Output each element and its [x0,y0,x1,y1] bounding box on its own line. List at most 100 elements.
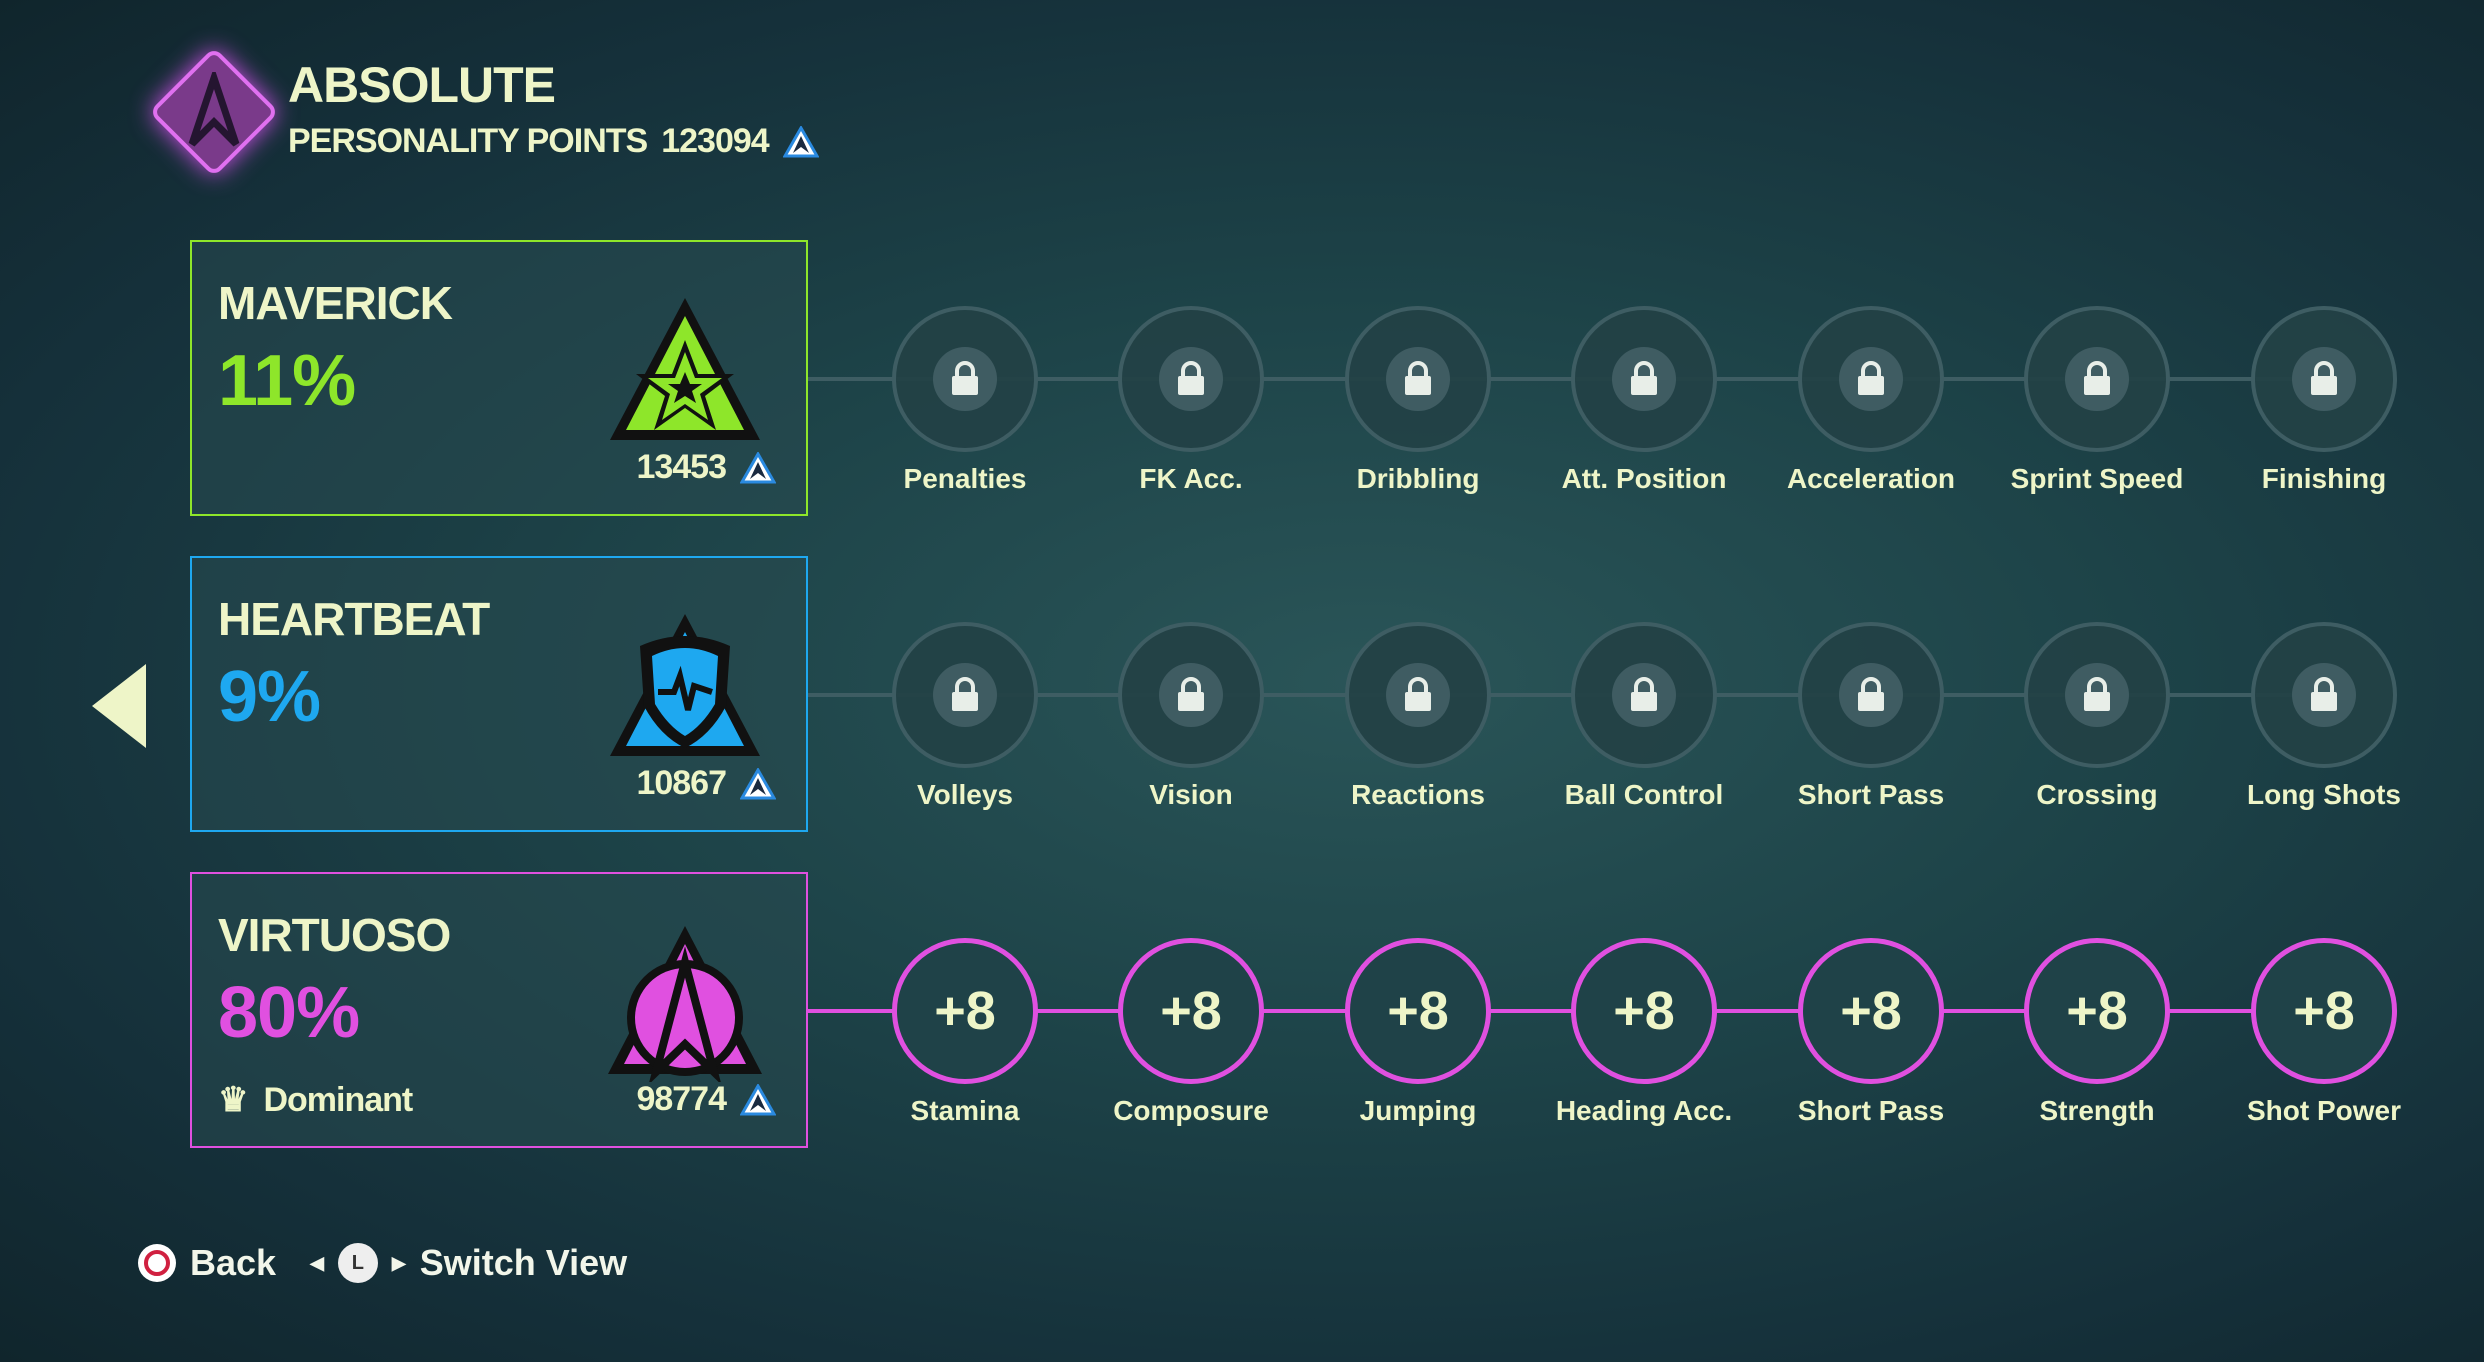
attribute-label: Ball Control [1564,779,1724,810]
points-icon [740,451,776,483]
boost-value: +8 [1387,981,1449,1041]
crown-icon: ♛ [218,1081,249,1119]
lock-icon [1159,347,1223,411]
attribute-node[interactable] [2024,622,2170,768]
personality-points: 13453 [636,448,776,487]
arrow-circle-emblem-icon [608,926,762,1082]
attribute-label: Strength [2039,1095,2155,1126]
lock-icon [2065,663,2129,727]
attribute-label: Short Pass [1797,1095,1945,1126]
attribute-label: Att. Position [1561,463,1727,494]
back-button[interactable]: Back [190,1242,277,1283]
attribute-node[interactable] [1798,622,1944,768]
attribute-node[interactable]: +8 [2251,938,2397,1084]
lock-icon [1839,663,1903,727]
previous-arrow-button[interactable] [92,664,146,748]
attribute-label: Shot Power [2246,1095,2401,1126]
lock-icon [2292,663,2356,727]
personality-card-virtuoso[interactable]: VIRTUOSO 80% ♛ Dominant 98774 [190,872,808,1148]
lock-icon [2292,347,2356,411]
personality-percent: 80% [218,973,360,1053]
boost-value: +8 [934,981,996,1041]
attribute-label: Jumping [1359,1095,1477,1126]
personality-percent: 9% [218,657,321,737]
lock-icon [1612,663,1676,727]
personality-name: VIRTUOSO [218,909,451,961]
dominant-badge: ♛ Dominant [218,1080,413,1120]
star-triangle-emblem-icon [610,298,760,440]
footer-controls: Back ◀ L ▶ Switch View [138,1242,627,1284]
points-value: 98774 [636,1080,727,1118]
attribute-label: Stamina [910,1095,1020,1126]
circle-button-icon[interactable] [138,1244,176,1282]
personality-name: MAVERICK [218,277,453,329]
boost-value: +8 [1160,981,1222,1041]
attribute-node[interactable] [1798,306,1944,452]
lock-icon [1386,347,1450,411]
attribute-node[interactable] [1345,622,1491,768]
attribute-label: Acceleration [1786,463,1956,494]
attribute-node[interactable]: +8 [1118,938,1264,1084]
points-icon [740,1083,776,1115]
attribute-node[interactable] [1118,622,1264,768]
attribute-label: FK Acc. [1139,463,1243,494]
personality-points: PERSONALITY POINTS 123094 [288,122,819,161]
boost-value: +8 [1613,981,1675,1041]
lock-icon [2065,347,2129,411]
attribute-track-line [808,1009,2324,1013]
attribute-label: Sprint Speed [2010,463,2184,494]
personality-card-heartbeat[interactable]: HEARTBEAT 9% 10867 [190,556,808,832]
boost-value: +8 [2293,981,2355,1041]
personality-name: HEARTBEAT [218,593,490,645]
attribute-label: Finishing [2261,463,2387,494]
attribute-label: Short Pass [1797,779,1945,810]
left-stick-icon[interactable]: L [337,1243,378,1283]
attribute-label: Heading Acc. [1555,1095,1733,1126]
attribute-label: Volleys [917,779,1013,810]
attribute-node[interactable] [2024,306,2170,452]
lock-icon [1839,347,1903,411]
lock-icon [1159,663,1223,727]
personality-percent: 11% [218,341,356,421]
lock-icon [933,663,997,727]
points-icon [782,125,819,157]
personality-points: 10867 [636,764,776,803]
boost-value: +8 [2066,981,2128,1041]
lock-icon [1386,663,1450,727]
switch-view-button[interactable]: Switch View [419,1242,628,1283]
points-icon [740,767,776,799]
chevron-right-icon: ▶ [391,1252,406,1273]
attribute-label: Penalties [903,463,1027,494]
attribute-track-line [808,693,2324,697]
attribute-node[interactable]: +8 [1798,938,1944,1084]
points-label: PERSONALITY POINTS [288,122,648,160]
absolute-a-icon [188,72,240,147]
points-value: 13453 [636,448,727,486]
attribute-node[interactable] [2251,622,2397,768]
attribute-node[interactable] [1571,622,1717,768]
points-value: 10867 [636,764,727,802]
personality-card-maverick[interactable]: MAVERICK 11% 13453 [190,240,808,516]
attribute-label: Crossing [2036,779,2158,810]
badge-label: Dominant [263,1080,413,1119]
attribute-label: Dribbling [1356,463,1480,494]
attribute-node[interactable]: +8 [892,938,1038,1084]
attribute-node[interactable]: +8 [1345,938,1491,1084]
attribute-node[interactable] [1345,306,1491,452]
attribute-track-line [808,377,2324,381]
personality-points: 98774 [636,1080,776,1119]
attribute-label: Reactions [1351,779,1485,810]
page-title: ABSOLUTE [288,57,556,113]
chevron-left-icon: ◀ [310,1252,324,1273]
attribute-node[interactable] [1571,306,1717,452]
attribute-node[interactable] [2251,306,2397,452]
attribute-node[interactable] [892,622,1038,768]
lock-icon [1612,347,1676,411]
attribute-node[interactable]: +8 [2024,938,2170,1084]
shield-heartbeat-emblem-icon [610,614,760,756]
attribute-node[interactable] [892,306,1038,452]
attribute-label: Composure [1113,1095,1269,1126]
attribute-node[interactable] [1118,306,1264,452]
attribute-label: Long Shots [2247,779,2401,810]
attribute-node[interactable]: +8 [1571,938,1717,1084]
